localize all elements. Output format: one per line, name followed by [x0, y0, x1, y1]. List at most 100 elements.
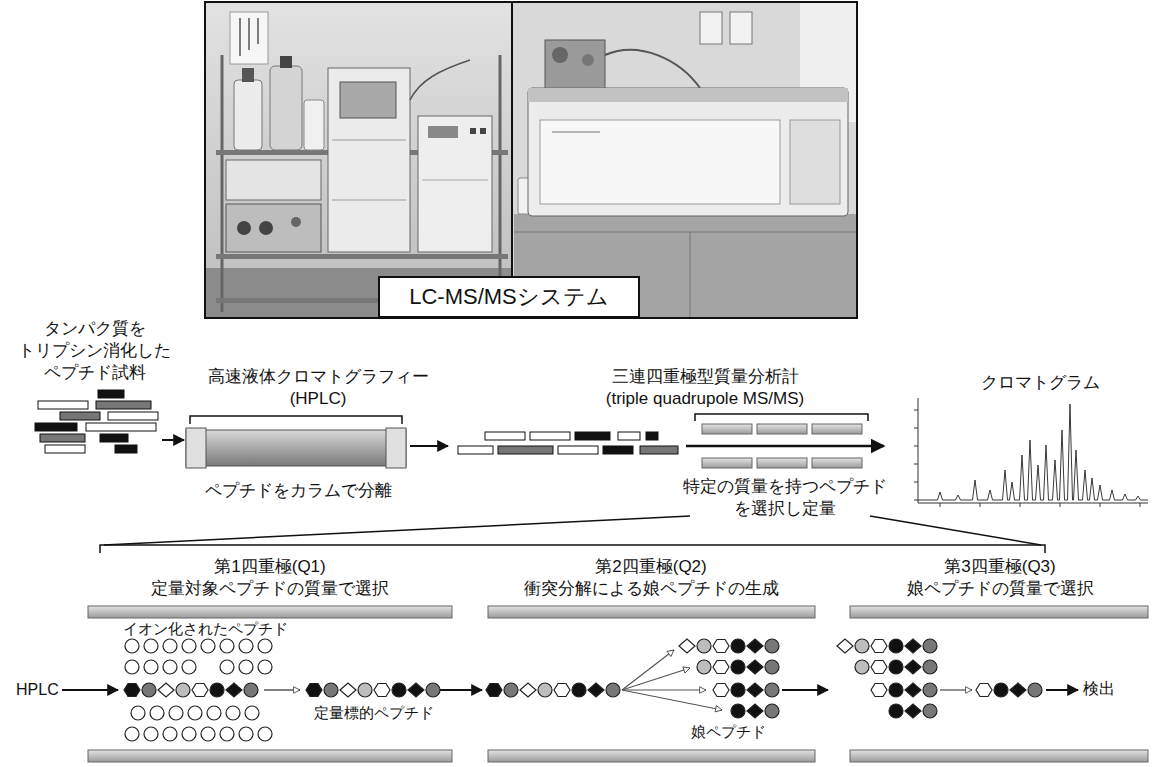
art-line	[622, 689, 706, 690]
art-rect	[545, 40, 605, 90]
peptide-residues	[124, 639, 1042, 741]
art-rect	[205, 2, 512, 318]
residue	[871, 684, 887, 697]
quadrupole-heading: 第2四重極(Q2)	[595, 556, 706, 578]
peptide-fragments	[35, 390, 158, 453]
residue	[889, 639, 903, 653]
art-rect	[96, 401, 151, 409]
molecule-label: 娘ペプチド	[691, 722, 766, 741]
art-rect	[40, 434, 85, 442]
art-line	[622, 650, 674, 690]
residue	[765, 639, 779, 653]
art-line	[782, 689, 828, 691]
art-circle	[237, 221, 251, 235]
residue	[125, 727, 139, 741]
residue	[258, 727, 272, 741]
art-rect	[100, 434, 128, 442]
art-rect	[512, 2, 857, 318]
separated-peptides	[458, 432, 678, 454]
residue	[210, 683, 224, 697]
residue	[244, 683, 258, 697]
residue	[340, 683, 356, 697]
residue	[131, 706, 145, 720]
art-line	[552, 132, 600, 133]
flow-arrow	[410, 445, 448, 447]
art-rect	[812, 458, 862, 468]
residue	[976, 684, 992, 697]
art-rect	[304, 100, 324, 150]
instrument-label: 三連四重極型質量分析計 (triple quadrupole MS/MS)	[598, 366, 812, 410]
residue	[871, 661, 887, 674]
art-rect	[702, 458, 752, 468]
art-path	[914, 410, 1140, 507]
residue	[182, 727, 196, 741]
art-line	[104, 516, 690, 545]
flow-arrow	[162, 439, 184, 441]
art-rect	[386, 428, 406, 468]
art-line	[332, 140, 406, 141]
residue	[182, 660, 196, 674]
residue	[239, 660, 253, 674]
art-path	[605, 50, 700, 88]
system-label: LC-MS/MSシステム	[409, 284, 609, 310]
input-label: HPLC	[16, 680, 59, 700]
art-rect	[270, 66, 302, 150]
art-rect	[540, 120, 780, 204]
chart-label: クロマトグラム	[981, 372, 1100, 394]
residue	[1028, 683, 1042, 697]
art-rect	[603, 446, 633, 454]
art-rect	[700, 12, 722, 44]
residue	[374, 684, 390, 697]
residue	[765, 660, 779, 674]
residue	[150, 706, 164, 720]
residue	[226, 683, 242, 697]
residue	[905, 683, 921, 697]
residue	[554, 684, 570, 697]
art-line	[248, 18, 250, 50]
residue	[220, 660, 234, 674]
art-rect	[186, 430, 406, 466]
art-rect	[45, 445, 85, 453]
residue	[188, 706, 202, 720]
residue	[713, 684, 729, 697]
residue	[125, 660, 139, 674]
residue	[207, 706, 221, 720]
residue	[220, 639, 234, 653]
residue	[697, 639, 711, 653]
art-rect	[850, 606, 1148, 618]
residue	[163, 639, 177, 653]
art-rect	[757, 458, 807, 468]
residue	[731, 704, 745, 718]
art-rect	[757, 424, 807, 434]
art-line	[622, 690, 722, 710]
step-label: 特定の質量を持つペプチド を選択し定量	[678, 476, 892, 520]
quadrupole-description: 定量対象ペプチドの質量で選択	[151, 578, 389, 600]
art-line	[332, 200, 406, 201]
art-line	[918, 398, 919, 503]
instrument-label: 高速液体クロマトグラフィー (HPLC)	[202, 366, 433, 410]
residue	[245, 706, 259, 720]
triple-quadrupole	[695, 414, 868, 468]
quadrupole-heading: 第3四重極(Q3)	[944, 556, 1055, 578]
art-circle	[582, 54, 594, 66]
art-line	[264, 689, 300, 690]
residue	[258, 639, 272, 653]
residue	[747, 660, 763, 674]
quadrupole-description: 娘ペプチドの質量で選択	[907, 578, 1094, 600]
residue	[747, 639, 763, 653]
art-rect	[418, 116, 492, 252]
art-line	[62, 689, 118, 691]
residue	[923, 683, 937, 697]
art-rect	[530, 432, 570, 440]
residue	[124, 684, 140, 697]
art-rect	[485, 432, 525, 440]
residue	[182, 639, 196, 653]
residue	[538, 683, 552, 697]
residue	[192, 684, 208, 697]
residue	[142, 683, 156, 697]
art-rect	[558, 446, 598, 454]
molecule-label: イオン化されたペプチド	[123, 619, 288, 638]
art-rect	[340, 82, 396, 118]
residue	[572, 683, 586, 697]
residue	[226, 706, 240, 720]
